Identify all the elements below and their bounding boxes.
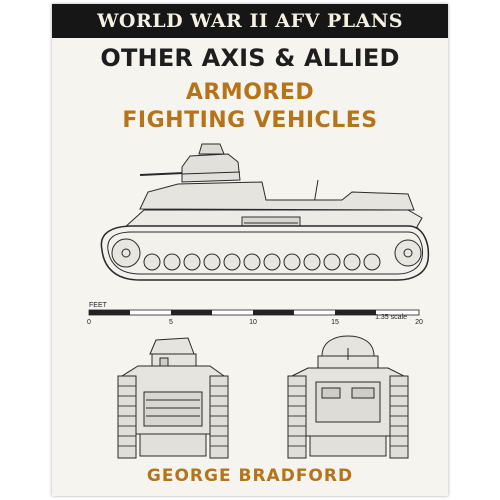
road-wheels <box>111 238 422 271</box>
author-name: GEORGE BRADFORD <box>146 466 354 486</box>
title-line-2: ARMORED <box>185 80 315 105</box>
tank-side-view <box>100 143 430 281</box>
tank-plans-illustration: FEET 0 5 10 15 20 1:35 scale <box>87 143 430 459</box>
scale-note: 1:35 scale <box>375 314 407 321</box>
scale-unit-label: FEET <box>89 302 108 309</box>
title-line-3: FIGHTING VEHICLES <box>122 108 378 133</box>
tank-front-view <box>287 335 409 459</box>
scale-tick-label: 5 <box>169 319 173 326</box>
scale-bar: FEET 0 5 10 15 20 1:35 scale <box>87 302 423 326</box>
scale-tick-label: 10 <box>249 319 257 326</box>
title-line-1: OTHER AXIS & ALLIED <box>100 44 400 72</box>
scale-tick-label: 15 <box>331 319 339 326</box>
series-banner: WORLD WAR II AFV PLANS <box>52 4 448 38</box>
book-cover: WORLD WAR II AFV PLANS OTHER AXIS & ALLI… <box>52 4 448 496</box>
scale-tick-label: 20 <box>415 319 423 326</box>
scale-tick-label: 0 <box>87 319 91 326</box>
tank-rear-view <box>117 337 229 459</box>
